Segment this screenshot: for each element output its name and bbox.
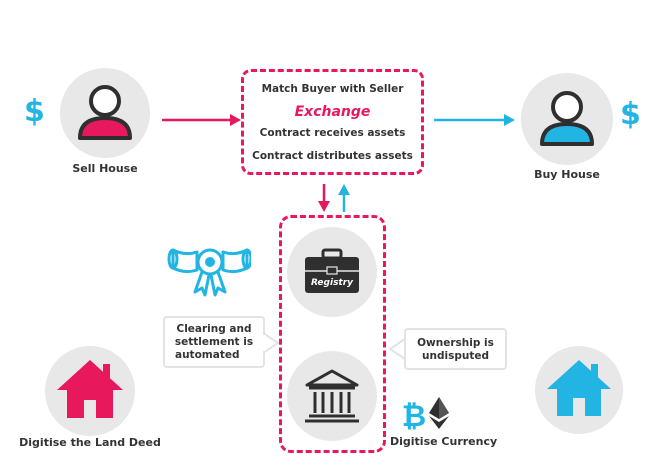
ownership-line-1: Ownership is (417, 337, 494, 349)
arrow-down-to-registry (318, 184, 330, 212)
clearing-line-2: settlement is (174, 336, 254, 348)
land-deed-circle (45, 346, 135, 436)
clearing-line-1: Clearing and (176, 323, 252, 335)
digitise-land-deed-label: Digitise the Land Deed (19, 436, 161, 449)
seller-avatar-circle (60, 68, 150, 158)
exchange-line-receives: Contract receives assets (259, 127, 406, 139)
ownership-line-2: undisputed (422, 350, 489, 362)
clearing-bubble-pointer (263, 332, 279, 354)
right-house-icon (547, 360, 611, 416)
registry-box (279, 215, 386, 453)
seller-person-icon (78, 85, 132, 140)
bank-icon (305, 369, 359, 423)
briefcase-icon (305, 248, 359, 293)
digitise-currency-label: Digitise Currency (390, 435, 498, 448)
buyer-person-icon (540, 91, 594, 146)
seller-dollar-icon: $ (24, 94, 45, 129)
ownership-bubble: Ownership is undisputed (404, 328, 507, 370)
registry-label: Registry (310, 278, 354, 288)
land-deed-house-icon (57, 360, 123, 418)
diploma-ribbon-icon (167, 248, 251, 297)
bank-circle (287, 351, 377, 441)
svg-text:₿: ₿ (402, 399, 426, 430)
bitcoin-icon: ₿ (402, 399, 426, 430)
exchange-box: Match Buyer with Seller Exchange Contrac… (241, 69, 424, 175)
arrow-to-buyer (434, 114, 515, 126)
exchange-line-match: Match Buyer with Seller (261, 83, 404, 95)
buy-house-label: Buy House (534, 168, 600, 181)
exchange-line-distributes: Contract distributes assets (252, 150, 413, 162)
sell-house-label: Sell House (72, 162, 138, 175)
clearing-bubble: Clearing and settlement is automated (163, 316, 265, 368)
exchange-title: Exchange (294, 104, 371, 120)
right-house-circle (535, 346, 623, 434)
buyer-dollar-icon: $ (620, 97, 641, 132)
arrow-up-to-exchange (338, 184, 350, 212)
arrow-to-exchange (162, 114, 241, 126)
ethereum-icon (429, 397, 449, 429)
buyer-avatar-circle (521, 73, 613, 165)
registry-circle: Registry (287, 227, 377, 317)
clearing-line-3: automated (175, 349, 240, 361)
